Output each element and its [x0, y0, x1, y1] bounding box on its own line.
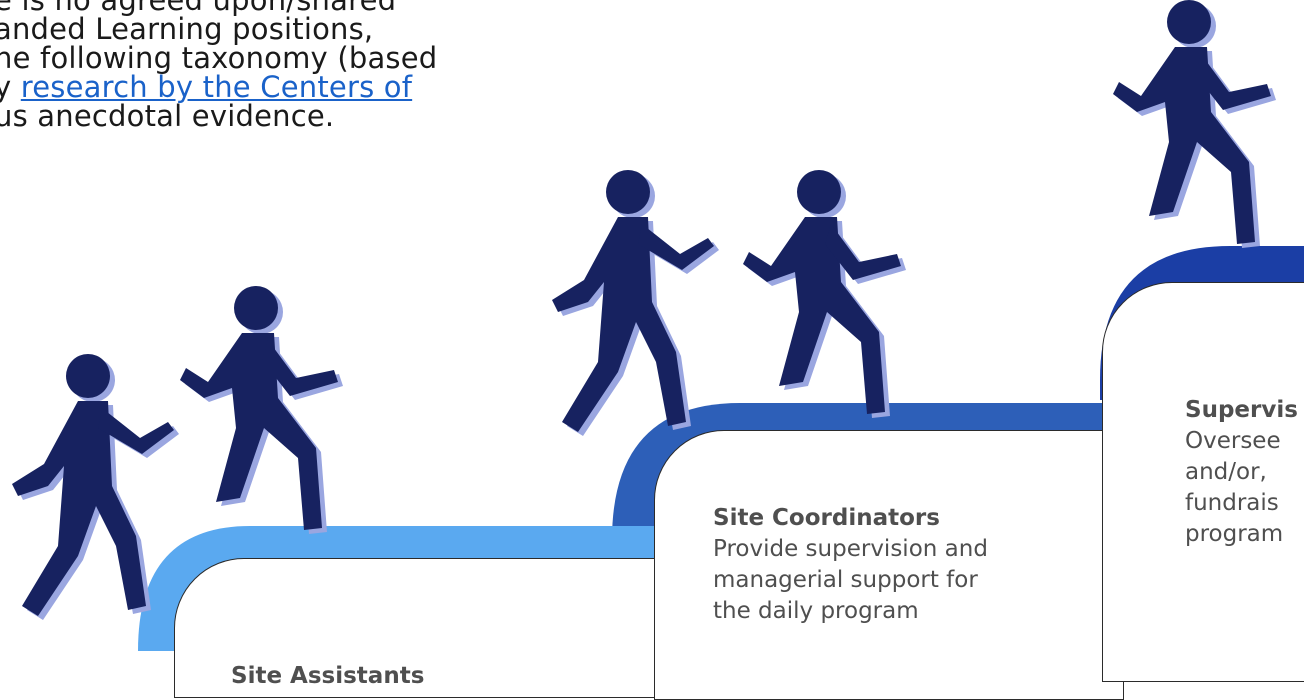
tier-card-site-coordinators: Site Coordinators Provide supervision an…: [654, 430, 1124, 700]
tier-desc-line: program: [1185, 521, 1284, 547]
intro-line-5: us anecdotal evidence.: [0, 99, 335, 133]
intro-line-2: anded Learning positions,: [0, 12, 374, 46]
tier-desc-line: Oversee: [1185, 428, 1281, 454]
tier-card-site-assistants: Site Assistants: [174, 558, 674, 698]
tier-desc-line: the daily program: [713, 598, 919, 624]
runner-icon: [743, 170, 901, 414]
intro-line-1: e is no agreed upon/shared: [0, 0, 397, 17]
tier-title: Supervis: [1185, 397, 1298, 423]
runner-icon: [180, 286, 338, 530]
tier-title: Site Assistants: [231, 663, 425, 689]
intro-text: e is no agreed upon/shared anded Learnin…: [0, 0, 494, 131]
tier-card-supervisors: Supervis Oversee and/or, fundrais progra…: [1102, 282, 1304, 682]
tier-desc-line: managerial support for: [713, 567, 978, 593]
tier-title: Site Coordinators: [713, 505, 940, 531]
tier-desc-line: and/or,: [1185, 459, 1267, 485]
tier-desc-line: Provide supervision and: [713, 536, 988, 562]
intro-line-4-prefix: y: [0, 70, 12, 104]
runner-icon: [1113, 0, 1271, 244]
tier-desc-line: fundrais: [1185, 490, 1279, 516]
runner-icon: [12, 354, 174, 616]
intro-line-3: he following taxonomy (based: [0, 41, 438, 75]
runner-icon: [552, 170, 714, 432]
research-link[interactable]: research by the Centers of: [20, 70, 413, 104]
